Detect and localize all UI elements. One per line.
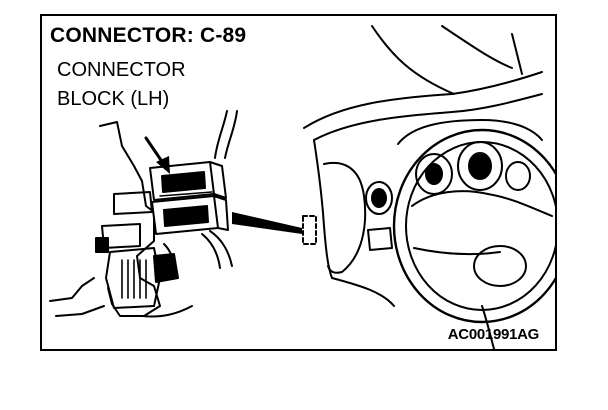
diagram-art [49,25,555,349]
location-callout-wedge [232,212,302,234]
figure-code: AC001991AG [447,326,540,343]
dashboard-top-edge [303,71,543,129]
bracket-tab-upper [113,191,153,215]
dash-left-panel [313,139,333,279]
wire-harness [214,110,238,159]
lower-switch-panel [367,227,393,251]
diagram-frame: CONNECTOR: C-89 CONNECTOR BLOCK (LH) AC0… [40,14,557,351]
panel-edge [49,277,105,317]
steering-wheel [392,128,555,349]
bracket-slot [95,237,109,253]
dashboard-top-edge-inner [313,93,543,141]
side-air-vent [365,181,393,215]
connector-block-inset [49,110,238,318]
connector-title: CONNECTOR: C-89 [50,24,247,47]
wire-harness-lower [201,230,233,269]
location-label-line-2: BLOCK (LH) [57,88,170,110]
pointer-arrow [144,136,170,174]
panel-lower-curve [141,305,193,318]
module-body [105,247,161,309]
windshield-upper [441,25,513,69]
module-clip [163,243,175,279]
dash-lower-edge [331,277,395,307]
location-label-line-1: CONNECTOR [57,59,186,81]
dashboard-overview [302,25,555,349]
windshield-line [371,25,523,95]
module-ribs [121,259,147,299]
dash-left-lid [323,161,367,274]
instrument-hood [397,119,543,145]
dashed-location-box [302,215,317,245]
connector-block [149,161,229,235]
